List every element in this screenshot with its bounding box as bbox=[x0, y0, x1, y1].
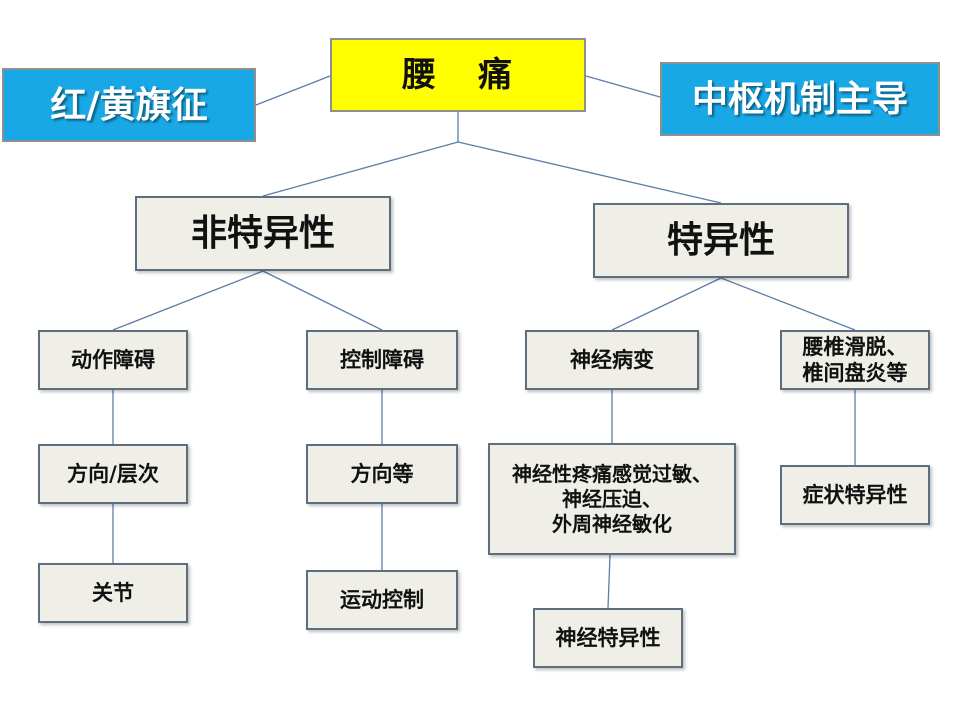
control-impairment-node: 控制障碍 bbox=[306, 330, 458, 390]
spondylolisthesis-line-2: 椎间盘炎等 bbox=[802, 361, 908, 385]
neuropathy-node: 神经病变 bbox=[525, 330, 699, 390]
neuro-detail-line-1: 神经性疼痛感觉过敏、 bbox=[512, 461, 712, 486]
direction-etc-node: 方向等 bbox=[306, 444, 458, 504]
connector-specific-spine bbox=[720, 277, 856, 331]
neuro-detail-line-3: 外周神经敏化 bbox=[552, 511, 672, 536]
neuro-specific-node: 神经特异性 bbox=[533, 608, 683, 668]
spondylolisthesis-line-1: 腰椎滑脱、 bbox=[802, 334, 908, 359]
neuro-detail-line-2: 神经压迫、 bbox=[562, 486, 662, 511]
connector-root-nonspecific bbox=[262, 141, 459, 197]
connector-root-left-tag bbox=[255, 75, 331, 106]
motor-impairment-node: 动作障碍 bbox=[38, 330, 188, 390]
root-label-part2: 痛 bbox=[478, 54, 514, 95]
joint-node: 关节 bbox=[38, 563, 188, 623]
root-label-part1: 腰 bbox=[402, 54, 438, 95]
central-mechanism-tag: 中枢机制主导 bbox=[660, 62, 940, 136]
root-node-low-back-pain: 腰 痛 bbox=[330, 38, 586, 112]
connector-root-right-tag bbox=[585, 75, 661, 98]
connector-root-specific bbox=[457, 141, 722, 204]
red-yellow-flag-tag: 红/黄旗征 bbox=[2, 68, 256, 142]
spondylolisthesis-node: 腰椎滑脱、 椎间盘炎等 bbox=[780, 330, 930, 390]
nonspecific-node: 非特异性 bbox=[135, 196, 391, 271]
specific-node: 特异性 bbox=[593, 203, 849, 278]
neuropathic-pain-detail-node: 神经性疼痛感觉过敏、 神经压迫、 外周神经敏化 bbox=[488, 443, 736, 555]
connector-nonspecific-control bbox=[262, 270, 383, 331]
symptom-specific-node: 症状特异性 bbox=[780, 465, 930, 525]
direction-level-node: 方向/层次 bbox=[38, 444, 188, 504]
connector-specific-neuro bbox=[611, 277, 722, 331]
connector-detail-neurospecific bbox=[607, 554, 611, 609]
motor-control-node: 运动控制 bbox=[306, 570, 458, 630]
connector-nonspecific-motor bbox=[112, 270, 264, 331]
